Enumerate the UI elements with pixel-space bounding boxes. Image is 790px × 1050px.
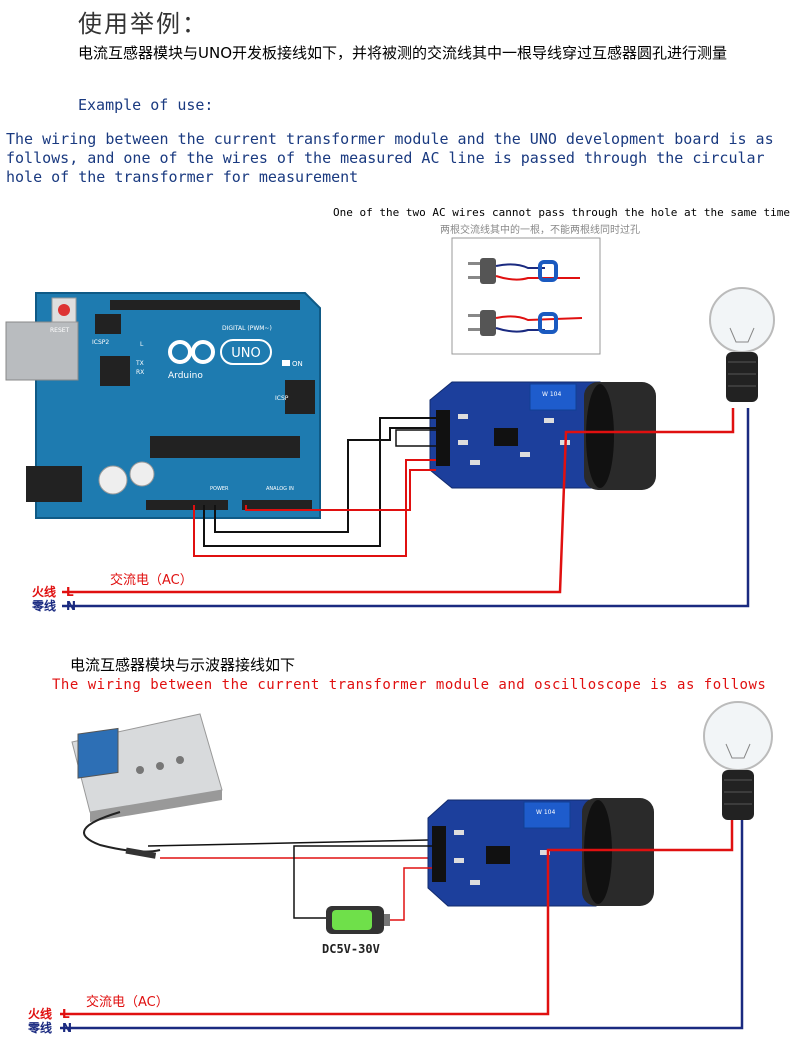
neutral-label: 零线 — [27, 1020, 52, 1035]
analog-header — [242, 500, 312, 510]
reset-label: RESET — [50, 327, 70, 334]
board-brand: UNO — [231, 346, 260, 361]
ac-label: 交流电（AC） — [86, 994, 169, 1010]
digital-header — [110, 300, 300, 310]
oscilloscope — [71, 713, 223, 822]
power-header — [146, 500, 228, 510]
potentiometer — [529, 383, 577, 411]
tx-label: TX — [135, 360, 144, 367]
live-label: 火线 — [28, 1006, 52, 1021]
live-letter: L — [66, 585, 74, 599]
digital-label: DIGITAL (PWM~) — [222, 325, 272, 332]
oscilloscope-title-cn: 电流互感器模块与示波器接线如下 — [70, 656, 296, 674]
battery-icon — [326, 906, 390, 934]
probe-cable — [83, 811, 430, 859]
module-pin-header — [432, 826, 446, 882]
atmega-chip — [150, 436, 300, 458]
page-title: 使用举例： — [78, 10, 208, 38]
potentiometer — [523, 801, 571, 829]
neutral-letter: N — [66, 599, 76, 613]
arduino-logo — [168, 339, 272, 365]
module-code: W 104 — [542, 391, 561, 398]
uno-to-module-wires — [193, 417, 440, 557]
usb-port — [5, 321, 79, 381]
arduino-uno-board: UNO Arduino RESET ICSP2 ICSP DIGITAL (PW… — [5, 292, 321, 519]
battery-wiring — [293, 845, 432, 921]
icsp2-label: ICSP2 — [92, 339, 109, 346]
power-label: POWER — [210, 486, 229, 492]
example-heading: Example of use: — [78, 96, 214, 114]
neutral-letter: N — [62, 1021, 72, 1035]
plug-icon — [468, 310, 496, 336]
live-letter: L — [62, 1007, 70, 1021]
module-code: W 104 — [536, 809, 555, 816]
live-label: 火线 — [32, 584, 56, 599]
wiring-description-en: The wiring between the current transform… — [6, 130, 774, 186]
l-label: L — [140, 341, 144, 348]
description-cn: 电流互感器模块与UNO开发板接线如下，并将被测的交流线其中一根导线穿过互感器圆孔… — [78, 44, 728, 62]
on-label: ON — [292, 360, 303, 368]
uno-wiring-diagram: UNO Arduino RESET ICSP2 ICSP DIGITAL (PW… — [5, 237, 775, 613]
inset-note-cn: 两根交流线其中的一根，不能两根线同时过孔 — [440, 225, 640, 236]
module-pin-header — [436, 410, 450, 466]
power-jack — [26, 466, 82, 502]
analog-label: ANALOG IN — [266, 486, 294, 492]
rx-label: RX — [136, 369, 144, 376]
ac-lines — [60, 820, 744, 1030]
ac-label: 交流电（AC） — [110, 572, 193, 588]
neutral-label: 零线 — [31, 598, 56, 613]
board-sub: Arduino — [168, 371, 203, 381]
inset-note-en: One of the two AC wires cannot pass thro… — [333, 206, 790, 219]
hole-icon — [538, 312, 558, 334]
hole-icon — [538, 260, 558, 282]
battery-voltage-label: DC5V-30V — [322, 942, 380, 956]
inset-hole-illustration — [451, 237, 601, 355]
ac-lines — [62, 408, 750, 608]
icsp-label: ICSP — [275, 395, 289, 402]
light-bulb — [703, 701, 773, 820]
current-transformer-module: W 104 — [427, 798, 654, 907]
light-bulb — [709, 287, 775, 402]
oscilloscope-title-en: The wiring between the current transform… — [52, 677, 767, 693]
plug-icon — [468, 258, 496, 284]
